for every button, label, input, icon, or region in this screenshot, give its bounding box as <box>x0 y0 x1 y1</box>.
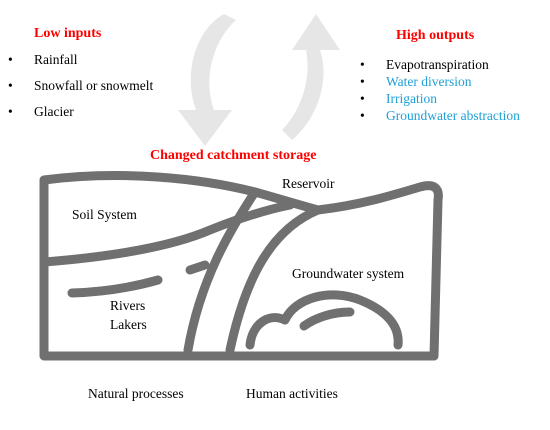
output-groundwater-abstraction: Groundwater abstraction <box>386 108 520 123</box>
bullet-icon: • <box>360 57 365 72</box>
list-item: • Rainfall <box>8 52 153 68</box>
storage-title: Changed catchment storage <box>150 148 317 163</box>
reservoir-label: Reservoir <box>282 176 335 191</box>
input-rainfall: Rainfall <box>34 52 78 67</box>
groundwater-system-label: Groundwater system <box>292 266 405 281</box>
list-item: • Water diversion <box>360 74 520 90</box>
rivers-label: Rivers <box>110 298 146 313</box>
bullet-icon: • <box>360 74 365 89</box>
human-activities-label: Human activities <box>246 386 338 401</box>
outflow-arrow <box>282 14 340 140</box>
list-item: • Irrigation <box>360 91 520 107</box>
bullet-icon: • <box>360 91 365 106</box>
output-irrigation: Irrigation <box>386 91 437 106</box>
output-evapotranspiration: Evapotranspiration <box>386 57 489 72</box>
bullet-icon: • <box>8 52 13 67</box>
outputs-heading: High outputs <box>396 28 475 43</box>
input-glacier: Glacier <box>34 104 74 119</box>
catchment-outline <box>39 171 443 361</box>
lakers-label: Lakers <box>110 317 147 332</box>
output-water-diversion: Water diversion <box>386 74 472 89</box>
inputs-heading: Low inputs <box>34 26 102 41</box>
natural-processes-label: Natural processes <box>88 386 184 401</box>
soil-system-label: Soil System <box>72 207 137 222</box>
list-item: • Glacier <box>8 104 153 120</box>
list-item: • Evapotranspiration <box>360 57 520 73</box>
bullet-icon: • <box>8 104 13 119</box>
input-snowfall: Snowfall or snowmelt <box>34 78 154 93</box>
list-item: • Groundwater abstraction <box>360 108 520 124</box>
bullet-icon: • <box>360 108 365 123</box>
outputs-list: • Evapotranspiration • Water diversion • Ir… <box>360 57 520 124</box>
inputs-list: • Rainfall • Snowfall or snowmelt • Glacier <box>8 52 153 120</box>
list-item: • Snowfall or snowmelt <box>8 78 153 94</box>
bullet-icon: • <box>8 78 13 93</box>
inflow-arrow <box>178 14 236 146</box>
